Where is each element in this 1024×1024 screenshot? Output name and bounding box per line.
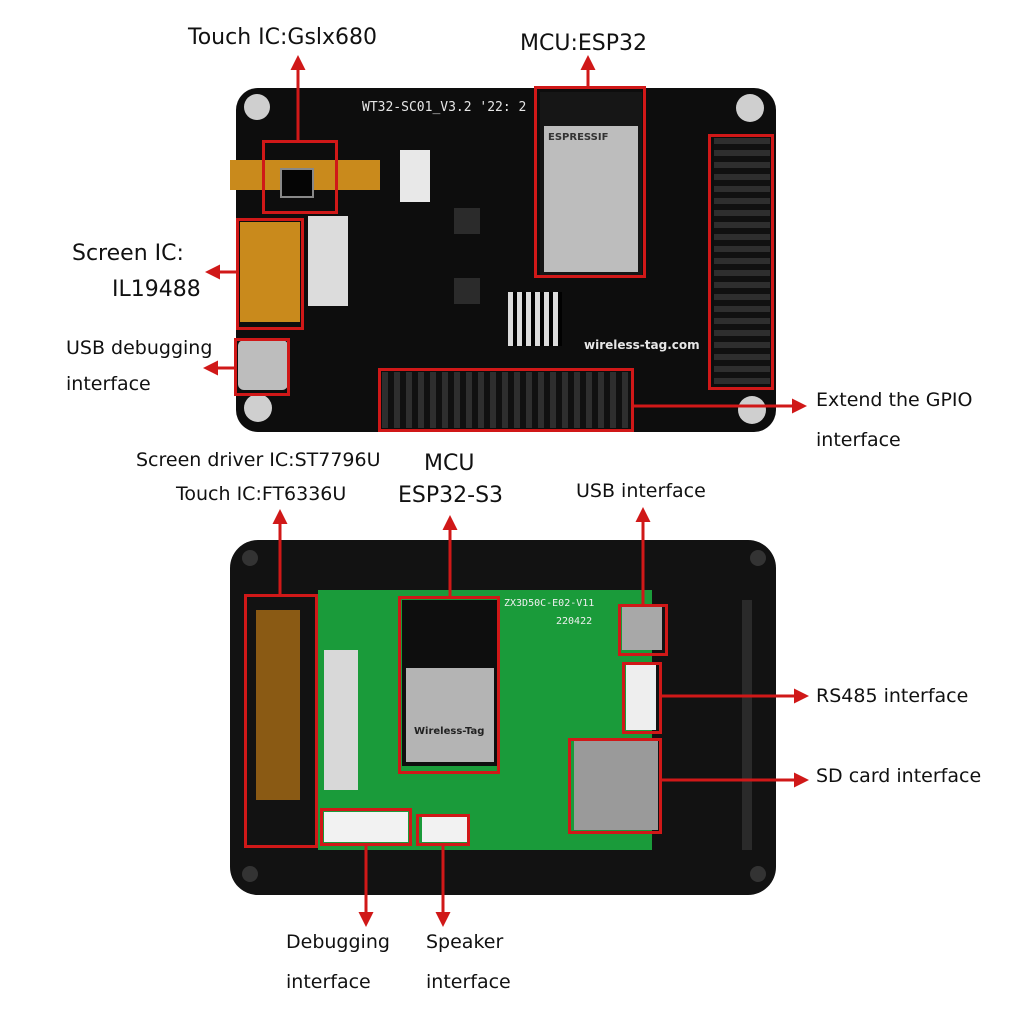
highlight-mcu-s3: [398, 596, 500, 774]
mount-hole: [244, 94, 270, 120]
highlight-touch-ic: [262, 140, 338, 214]
highlight-speaker: [416, 814, 470, 846]
top-board: WT32-SC01_V3.2 '22: 2 ESPRESSIF wireless…: [230, 88, 776, 432]
highlight-gpio-bottom: [378, 368, 634, 432]
website-silkscreen: wireless-tag.com: [584, 338, 700, 352]
highlight-debug: [320, 808, 412, 846]
board-silkscreen: WT32-SC01_V3.2 '22: 2: [362, 100, 527, 115]
highlight-rs485: [622, 662, 662, 734]
highlight-sd-card: [568, 738, 662, 834]
label-usb-interface: USB interface: [576, 480, 706, 502]
touch-ic-chip: [280, 168, 314, 198]
screen-connector: [324, 650, 358, 790]
label-speaker-line1: Speaker: [426, 931, 504, 953]
regulator-chip: [454, 208, 480, 234]
gpio-header-bottom: [382, 372, 632, 428]
enclosure-slot: [742, 600, 752, 850]
label-mcu-line2: ESP32-S3: [398, 483, 504, 508]
usb-c-port: [238, 340, 288, 390]
label-debug-line1: Debugging: [286, 931, 390, 953]
screw-hole: [242, 866, 258, 882]
label-debug-line2: interface: [286, 971, 371, 993]
regulator-chip: [454, 278, 480, 304]
highlight-mcu: [534, 86, 646, 278]
label-screen-ic-line2: IL19488: [112, 277, 201, 302]
label-usb-debug-line2: interface: [66, 373, 151, 395]
small-connector: [400, 150, 430, 202]
usb-port: [622, 606, 662, 650]
highlight-gpio-right: [708, 134, 774, 390]
screen-connector: [308, 216, 348, 306]
highlight-usb: [618, 604, 668, 656]
label-sd-card: SD card interface: [816, 765, 982, 787]
label-touch-ic-bottom: Touch IC:FT6336U: [176, 483, 347, 505]
screen-flex-cable: [240, 222, 300, 322]
speaker-connector: [422, 816, 468, 842]
rs485-connector: [626, 664, 656, 730]
highlight-screen-ic: [236, 218, 304, 330]
label-gpio-line1: Extend the GPIO: [816, 389, 973, 411]
label-mcu-line1: MCU: [424, 451, 475, 476]
mount-hole: [738, 396, 766, 424]
label-speaker-line2: interface: [426, 971, 511, 993]
board-silkscreen: ZX3D50C-E02-V11: [504, 598, 595, 609]
label-rs485: RS485 interface: [816, 685, 969, 707]
esp32-module: ESPRESSIF: [540, 92, 642, 276]
screw-hole: [242, 550, 258, 566]
label-gpio-line2: interface: [816, 429, 901, 451]
sd-card-slot: [574, 740, 658, 830]
esp32-shield: ESPRESSIF: [544, 126, 638, 272]
date-code: 220422: [556, 616, 593, 627]
label-screen-ic-line1: Screen IC:: [72, 241, 184, 266]
highlight-screen-driver: [244, 594, 318, 848]
mount-hole: [736, 94, 764, 122]
qr-code: [508, 292, 562, 346]
bottom-enclosure: Wireless-Tag ZX3D50C-E02-V11 220422: [230, 540, 776, 895]
module-brand: Wireless-Tag: [414, 726, 485, 737]
label-touch-ic-top: Touch IC:Gslx680: [188, 25, 378, 50]
esp32-s3-shield: Wireless-Tag: [406, 668, 494, 762]
module-brand: ESPRESSIF: [548, 132, 609, 143]
mount-hole: [244, 394, 272, 422]
esp32-s3-module: Wireless-Tag: [402, 600, 498, 766]
label-usb-debug-line1: USB debugging: [66, 337, 213, 359]
highlight-usb-debug: [234, 338, 290, 396]
screen-flex-cable: [256, 610, 300, 800]
label-mcu-top: MCU:ESP32: [520, 31, 647, 56]
screw-hole: [750, 866, 766, 882]
screw-hole: [750, 550, 766, 566]
gpio-header-right: [714, 138, 770, 384]
debug-connector: [324, 812, 408, 842]
label-screen-driver: Screen driver IC:ST7796U: [136, 449, 381, 471]
